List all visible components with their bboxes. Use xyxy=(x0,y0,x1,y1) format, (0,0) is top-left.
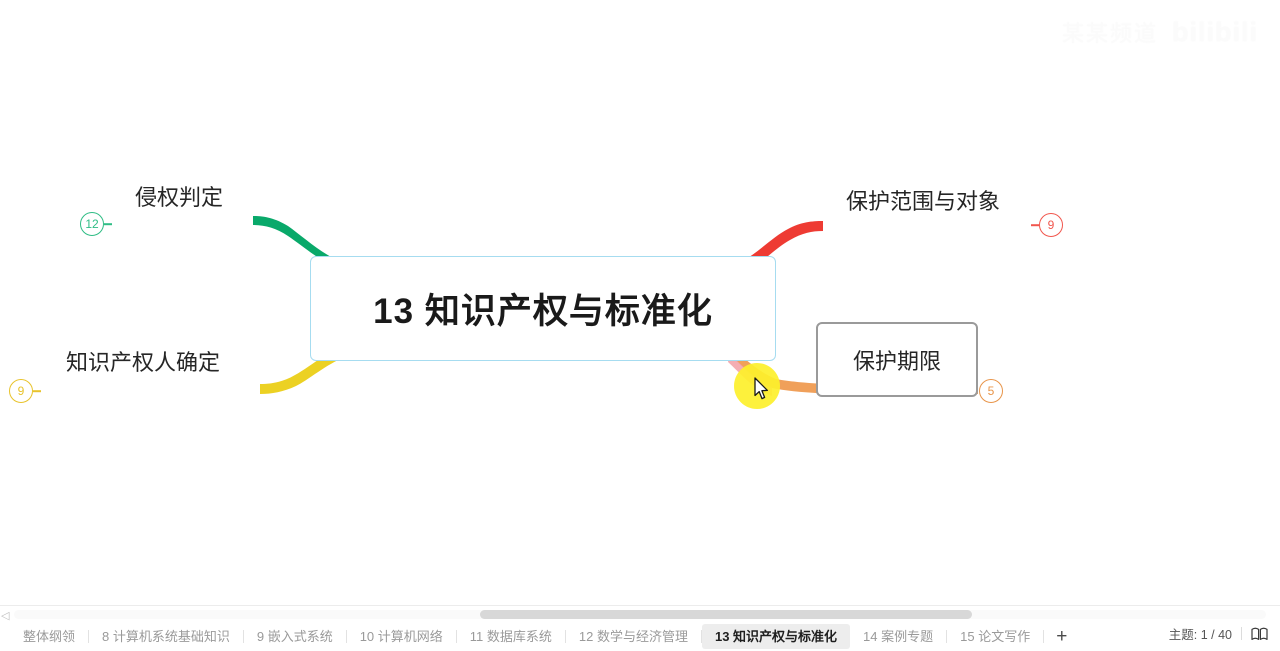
sheet-tab-8[interactable]: 15 论文写作 xyxy=(960,628,1031,644)
sheet-tab-3[interactable]: 10 计算机网络 xyxy=(359,628,443,644)
bottom-right-status: 主题: 1 / 40 xyxy=(1169,624,1268,643)
sheet-tab-7[interactable]: 14 案例专题 xyxy=(863,628,934,644)
badge-count-value: 12 xyxy=(85,217,99,231)
central-topic-node[interactable]: 13 知识产权与标准化 xyxy=(310,256,776,361)
tab-separator xyxy=(946,630,948,643)
sheet-tab-2[interactable]: 9 嵌入式系统 xyxy=(256,628,333,644)
tab-separator xyxy=(700,630,702,643)
badge-connector-line xyxy=(33,390,41,392)
central-topic-label: 13 知识产权与标准化 xyxy=(373,292,713,331)
tab-separator xyxy=(455,630,457,643)
badge-count-value: 9 xyxy=(17,384,25,398)
branch-label-ip-owner-determination[interactable]: 知识产权人确定 xyxy=(66,350,221,375)
subtopic-count-badge-protection-scope[interactable]: 9 xyxy=(1031,213,1063,237)
topic-node-protection-period[interactable]: 保护期限 xyxy=(816,322,978,397)
subtopic-count-badge-ip-owner[interactable]: 9 xyxy=(9,379,41,403)
badge-connector-line xyxy=(1031,224,1039,226)
branch-label-protection-scope[interactable]: 保护范围与对象 xyxy=(846,189,1001,214)
scroll-left-arrow-icon[interactable]: ◁ xyxy=(1,610,10,622)
subtopic-count-badge-protection-period[interactable]: 5 xyxy=(979,379,1003,403)
sheet-tab-6-active[interactable]: 13 知识产权与标准化 xyxy=(701,623,851,650)
topic-node-protection-period-label: 保护期限 xyxy=(852,348,941,374)
badge-connector-line xyxy=(104,223,112,225)
badge-count-value: 5 xyxy=(987,384,995,398)
sheet-tab-0[interactable]: 整体纲领 xyxy=(23,628,76,644)
mouse-cursor-icon xyxy=(754,377,769,400)
sheet-tab-4[interactable]: 11 数据库系统 xyxy=(469,628,552,644)
tab-scrollbar-thumb[interactable] xyxy=(480,610,972,619)
branch-path-bottom-right xyxy=(729,349,978,396)
badge-count-value: 9 xyxy=(1047,218,1055,232)
tab-separator xyxy=(345,630,347,643)
sheet-tab-5[interactable]: 12 数学与经济管理 xyxy=(578,628,688,644)
tab-separator xyxy=(242,630,244,643)
subtopic-count-badge-infringement[interactable]: 12 xyxy=(80,212,112,236)
sheet-tab-list: 整体纲领 8 计算机系统基础知识 9 嵌入式系统 10 计算机网络 11 数据库… xyxy=(0,622,1079,651)
status-separator xyxy=(1241,627,1242,640)
mindmap-canvas[interactable]: 某某频道 bilibili 13 知识产权与标准化 侵权判定 保护范围与对象 知… xyxy=(0,0,1280,605)
tab-separator xyxy=(564,630,566,643)
sheet-tab-1[interactable]: 8 计算机系统基础知识 xyxy=(102,628,230,644)
map-view-icon[interactable] xyxy=(1251,627,1268,641)
topic-counter: 主题: 1 / 40 xyxy=(1168,628,1232,642)
tab-separator xyxy=(1043,630,1045,643)
bottom-sheet-bar: ◁ 整体纲领 8 计算机系统基础知识 9 嵌入式系统 10 计算机网络 11 数… xyxy=(0,605,1280,650)
branch-label-infringement-determination[interactable]: 侵权判定 xyxy=(135,185,224,210)
tab-separator xyxy=(88,630,90,643)
add-sheet-button[interactable]: + xyxy=(1056,626,1068,647)
tab-scrollbar[interactable] xyxy=(14,610,1266,619)
